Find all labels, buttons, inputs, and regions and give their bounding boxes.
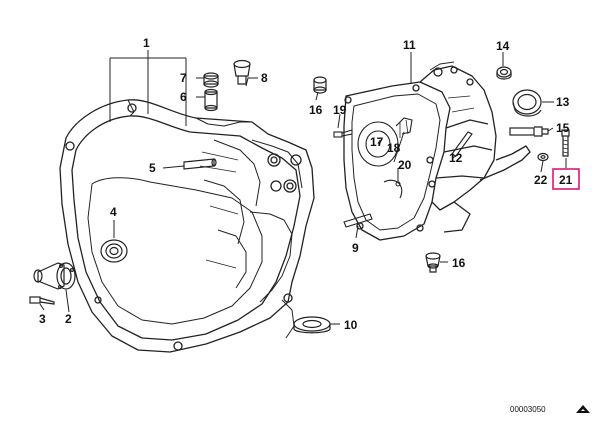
dowel-5 <box>183 158 217 170</box>
part-label-16-bottom: 16 <box>452 256 466 270</box>
part-label-10: 10 <box>344 318 358 332</box>
plug-16-bottom <box>425 252 441 273</box>
part-label-4: 4 <box>110 205 117 219</box>
bolt-12 <box>451 131 473 157</box>
shaft-seal-10 <box>293 316 331 334</box>
part-label-8: 8 <box>261 71 268 85</box>
drawing-number: 00003050 <box>510 405 546 414</box>
part-label-2: 2 <box>65 312 72 326</box>
leader-lines <box>39 50 567 325</box>
part-label-17: 17 <box>370 135 384 149</box>
part-label-16-top: 16 <box>309 103 323 117</box>
part-label-7: 7 <box>180 71 187 85</box>
part-label-9: 9 <box>352 241 359 255</box>
switch-15 <box>509 126 549 137</box>
part-label-13: 13 <box>556 95 570 109</box>
part-label-18: 18 <box>387 141 401 155</box>
plug-7 <box>203 72 219 88</box>
release-bearing-guide <box>100 239 128 263</box>
part-label-3: 3 <box>39 312 46 326</box>
highlight-box-21 <box>552 168 580 190</box>
part-label-1: 1 <box>143 36 150 50</box>
part-label-15: 15 <box>556 121 570 135</box>
part-label-21[interactable]: 21 <box>559 173 573 187</box>
screw-19 <box>333 129 353 138</box>
shaft-seal-13 <box>512 89 542 117</box>
corner-triangle-icon <box>576 405 590 413</box>
part-label-19: 19 <box>333 103 347 117</box>
part-label-22: 22 <box>534 173 548 187</box>
part-label-14: 14 <box>496 39 510 53</box>
case-internals <box>357 117 413 199</box>
pin-9 <box>343 213 373 228</box>
seal-ring-14 <box>496 66 512 80</box>
plug-16-top <box>313 76 327 94</box>
part-label-12: 12 <box>449 151 463 165</box>
part-label-5: 5 <box>149 161 156 175</box>
sleeve-6 <box>204 88 218 112</box>
screw-plug-21 <box>561 129 570 157</box>
transmission-case <box>343 61 531 241</box>
bell-housing <box>59 99 315 353</box>
guide-sleeve <box>33 262 76 290</box>
cap-8 <box>233 59 251 85</box>
part-label-11: 11 <box>403 38 416 52</box>
part-label-6: 6 <box>180 90 187 104</box>
part-label-20: 20 <box>398 158 412 172</box>
part-labels: 1 7 6 8 5 4 3 2 11 14 13 15 16 19 17 18 … <box>39 36 580 332</box>
washer-22 <box>537 152 549 162</box>
bolt-3 <box>29 296 55 305</box>
